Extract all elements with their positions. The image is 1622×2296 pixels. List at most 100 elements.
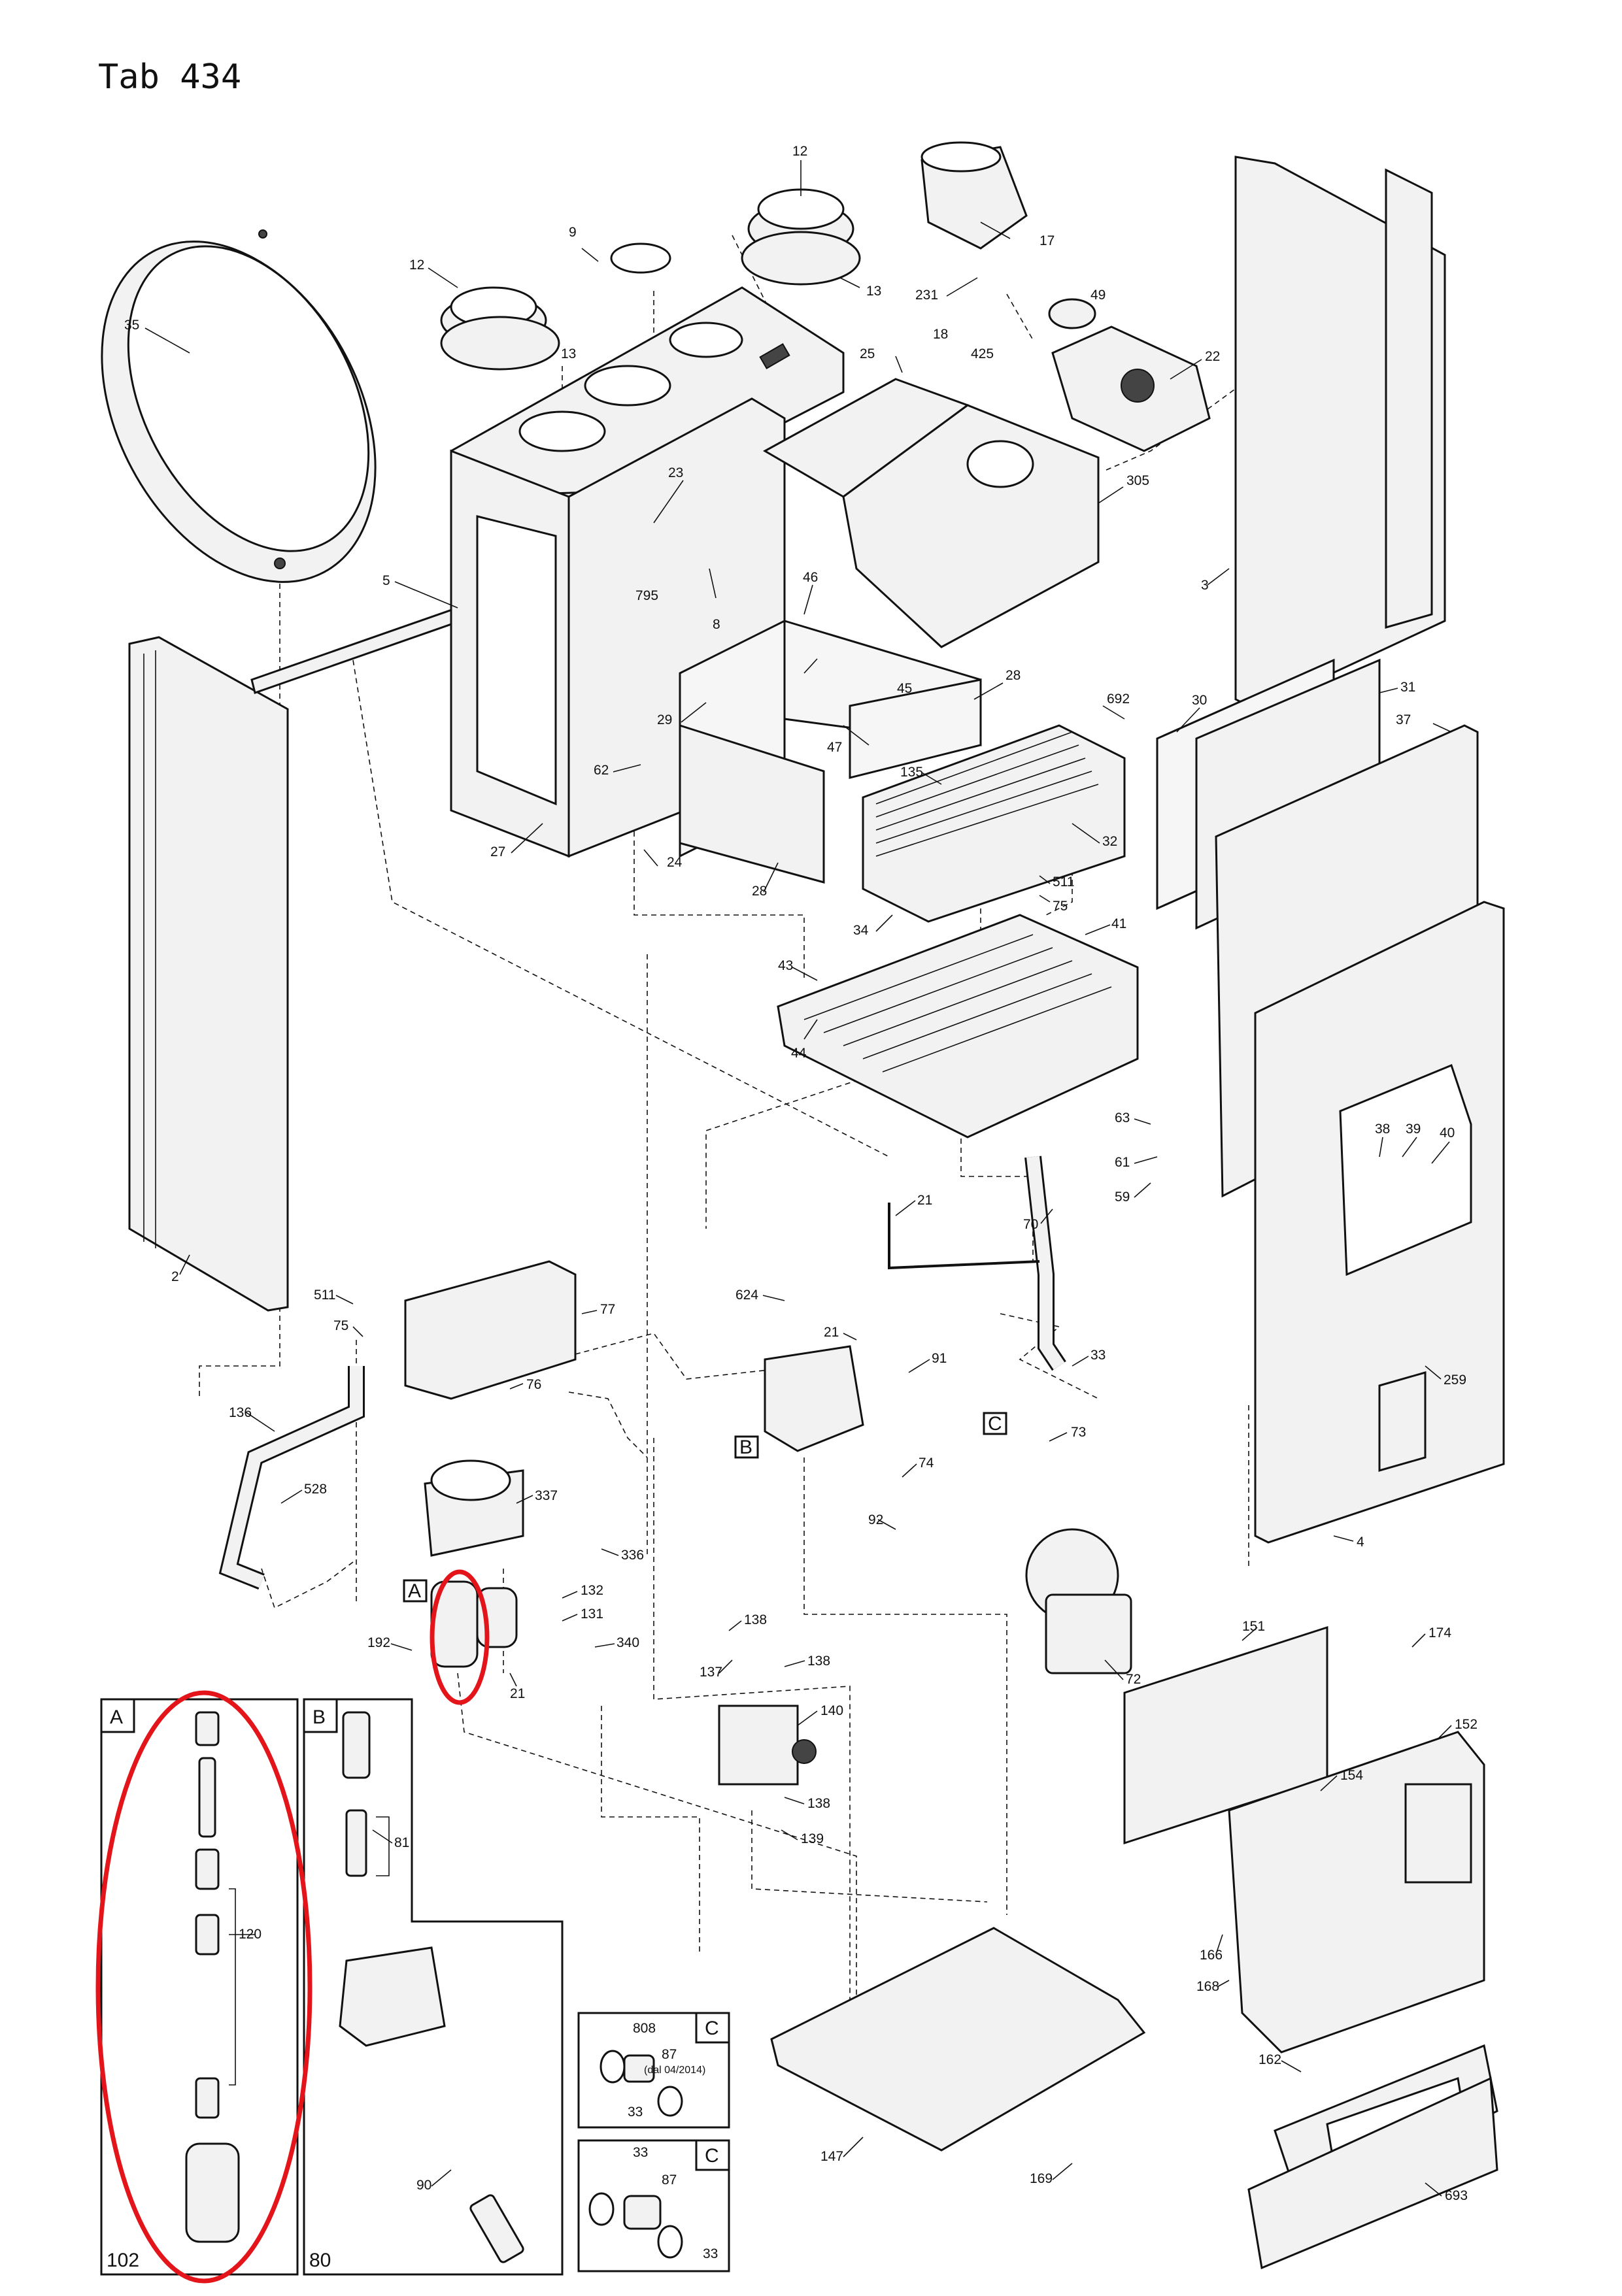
part-label: 4 — [1357, 1535, 1364, 1550]
pipe-70 — [888, 1156, 1066, 1371]
part-label: 30 — [1192, 693, 1207, 708]
part-label: 151 — [1242, 1619, 1265, 1634]
part-label: 33 — [703, 2246, 718, 2261]
control-panel-assembly — [1123, 1625, 1485, 2054]
chassis-base — [770, 1927, 1146, 2152]
part-label: 8 — [713, 617, 720, 632]
burner — [777, 914, 1139, 1139]
hydraulic-group-b — [764, 1345, 864, 1452]
part-label: 336 — [621, 1548, 644, 1563]
part-label: 62 — [594, 763, 609, 778]
callout-a: A — [408, 1580, 421, 1602]
three-way-valve-motor — [424, 1459, 524, 1557]
part-label: 3 — [1201, 578, 1209, 593]
part-label: 135 — [900, 765, 923, 780]
callout-c: C — [988, 1413, 1002, 1435]
leader-lines — [144, 160, 1452, 2197]
detail-box-c2 — [577, 2139, 730, 2272]
part-label: 259 — [1444, 1373, 1466, 1388]
front-panel — [1254, 901, 1505, 1544]
part-label: 72 — [1126, 1672, 1141, 1687]
part-label: 73 — [1071, 1425, 1086, 1440]
detail-box-a-code: 102 — [107, 2250, 139, 2271]
part-label: 49 — [1090, 288, 1106, 303]
part-label: 90 — [416, 2178, 431, 2193]
part-label: 38 — [1375, 1122, 1390, 1137]
part-label: 81 — [394, 1835, 409, 1850]
part-label: 91 — [932, 1351, 947, 1366]
part-label: 138 — [744, 1612, 767, 1627]
detail-box-c1 — [577, 2012, 730, 2129]
part-label: 75 — [333, 1318, 348, 1333]
part-label: 76 — [526, 1377, 541, 1392]
part-label: 37 — [1396, 712, 1411, 727]
part-label: 44 — [791, 1046, 807, 1061]
flue-elbow-and-fan — [921, 141, 1211, 452]
part-label: 22 — [1205, 349, 1220, 364]
part-label: 33 — [628, 2105, 643, 2120]
part-label: 808 — [633, 2021, 656, 2036]
part-label: 231 — [915, 288, 938, 303]
part-label: 138 — [807, 1796, 830, 1811]
part-label: 23 — [668, 465, 683, 480]
part-label: 17 — [1039, 233, 1055, 248]
part-label: 43 — [778, 958, 793, 973]
detail-box-b-letter: B — [313, 1706, 326, 1728]
part-label-note: (dal 04/2014) — [644, 2065, 705, 2076]
part-label: 12 — [792, 144, 807, 159]
part-label: 528 — [304, 1482, 327, 1497]
side-panel-left — [128, 636, 289, 1312]
combustion-hood — [762, 378, 1100, 648]
detail-box-b — [303, 1698, 564, 2276]
highlight-ellipse-detail-a — [95, 1690, 313, 2284]
combustion-chamber — [679, 619, 982, 884]
part-label: 33 — [1090, 1348, 1106, 1363]
part-label: 32 — [1102, 834, 1117, 849]
part-label: 5 — [382, 573, 390, 588]
part-label: 92 — [868, 1512, 883, 1527]
part-label: 132 — [581, 1583, 603, 1598]
part-label: 154 — [1340, 1768, 1363, 1783]
part-label: 87 — [662, 2172, 677, 2188]
part-label: 511 — [314, 1288, 335, 1303]
part-label: 166 — [1200, 1948, 1223, 1963]
part-label: 87 — [662, 2047, 677, 2062]
highlight-ellipse-valve — [430, 1569, 490, 1705]
part-label: 192 — [367, 1635, 390, 1650]
part-label: 63 — [1115, 1110, 1130, 1125]
detail-box-c2-letter: C — [705, 2145, 719, 2167]
part-label: 46 — [803, 570, 818, 585]
part-label: 61 — [1115, 1155, 1130, 1170]
detail-box-b-code: 80 — [309, 2250, 331, 2271]
part-label: 75 — [1053, 899, 1068, 914]
part-label: 34 — [853, 923, 869, 938]
part-label: 47 — [827, 740, 842, 755]
part-label: 31 — [1400, 680, 1415, 695]
part-label: 28 — [1005, 668, 1021, 683]
part-number-labels: 12 12 9 13 13 17 35 231 18 49 425 22 25 … — [107, 144, 1478, 2271]
expansion-vessel — [101, 229, 377, 583]
part-label: 169 — [1030, 2171, 1053, 2186]
circulation-pump — [1025, 1528, 1132, 1674]
air-intake-caps — [440, 188, 861, 371]
part-label: 70 — [1023, 1217, 1038, 1232]
part-label: 33 — [633, 2145, 648, 2160]
callout-b: B — [739, 1437, 752, 1458]
part-label: 45 — [897, 681, 912, 696]
display-cover — [1247, 2044, 1498, 2270]
part-label: 41 — [1111, 916, 1126, 931]
part-label: 511 — [1053, 874, 1074, 890]
part-label: 174 — [1428, 1625, 1451, 1640]
part-label: 136 — [229, 1405, 252, 1420]
detail-box-a — [100, 1698, 299, 2276]
part-label: 137 — [700, 1665, 722, 1680]
part-label: 305 — [1126, 473, 1149, 488]
right-side-panel — [1234, 156, 1446, 710]
heat-exchanger — [862, 724, 1126, 923]
part-label: 152 — [1455, 1717, 1478, 1732]
part-label: 21 — [824, 1325, 839, 1340]
part-label: 340 — [617, 1635, 639, 1650]
part-label: 24 — [667, 855, 683, 870]
